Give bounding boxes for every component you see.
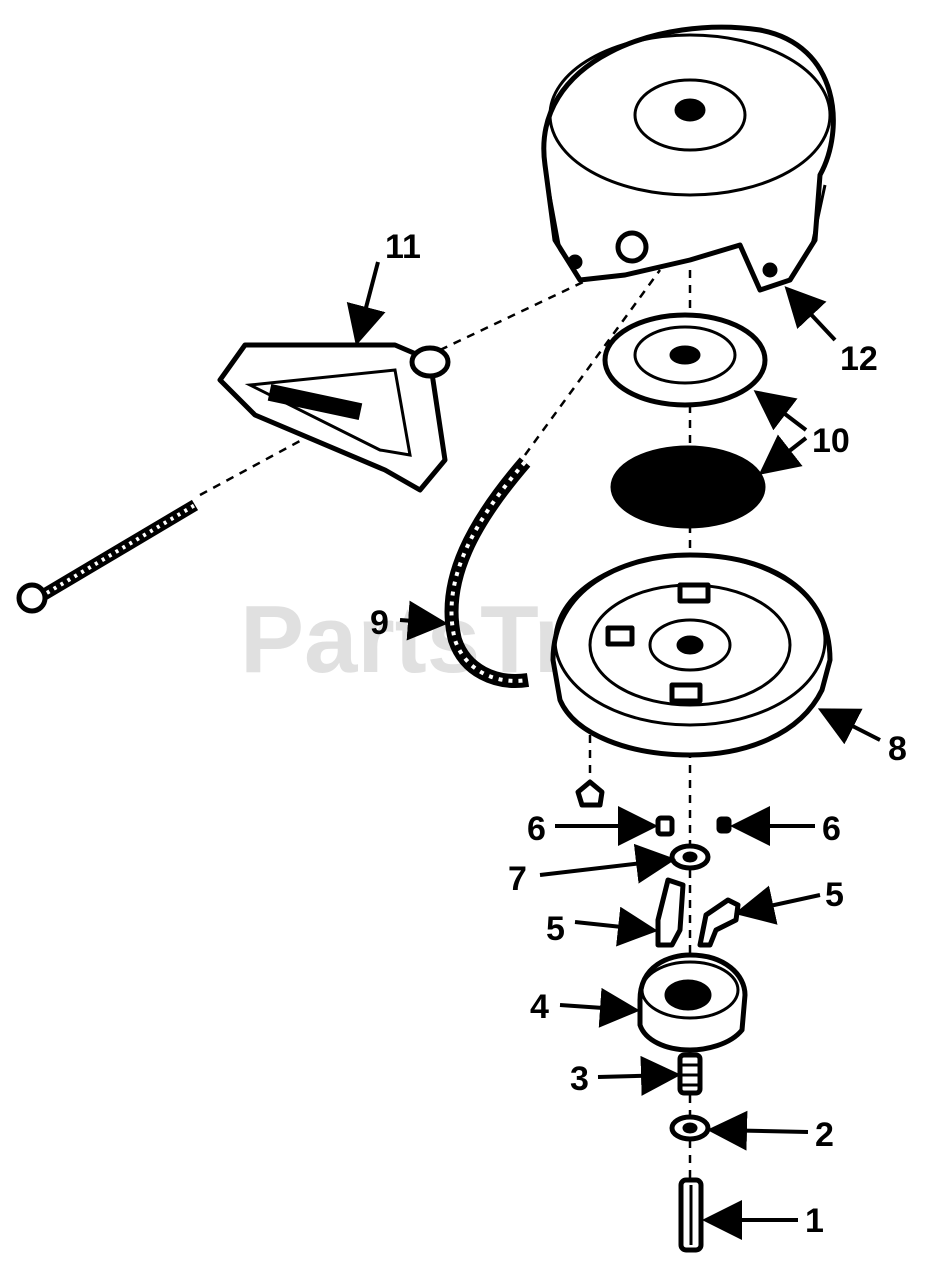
- pawl-part-5-right: [697, 897, 741, 948]
- leader-arrow-12: [784, 286, 837, 342]
- bolt-axis: [199, 393, 386, 497]
- starter-handle-part-11: [217, 342, 451, 493]
- leader-arrow-9: [399, 600, 448, 641]
- leader-arrow-8: [817, 708, 881, 745]
- callout-10: 10: [812, 422, 850, 460]
- callout-5-left: 5: [546, 910, 565, 948]
- ratchet-part-4: [637, 952, 748, 1053]
- leader-arrow-7: [539, 843, 676, 884]
- spring-cover-part-10: [602, 312, 768, 408]
- spring-part-6-left: [655, 815, 675, 837]
- recoil-spring-part-10: [610, 445, 766, 529]
- callout-11: 11: [385, 228, 421, 266]
- callout-7: 7: [508, 860, 527, 898]
- callout-12: 12: [840, 340, 878, 378]
- callout-1: 1: [805, 1202, 824, 1240]
- handle-bolt: [16, 499, 199, 614]
- callout-2: 2: [815, 1116, 834, 1154]
- leader-arrow-2: [707, 1110, 809, 1151]
- callout-4: 4: [530, 988, 549, 1026]
- starter-housing-part-12: [541, 24, 836, 293]
- leader-arrow-4: [559, 987, 640, 1028]
- leader-arrow-3: [597, 1055, 681, 1096]
- leader-arrow-10a: [753, 390, 808, 432]
- leader-arrow-5-left: [574, 906, 658, 947]
- callout-5-right: 5: [825, 876, 844, 914]
- pawl-part-5-left: [655, 877, 686, 948]
- retainer-nut: [575, 779, 605, 808]
- callout-6-right: 6: [822, 810, 841, 848]
- callout-9: 9: [370, 604, 389, 642]
- rope-pulley-part-8: [550, 552, 833, 758]
- leader-arrow-5-right: [734, 885, 821, 925]
- leader-arrow-10b: [758, 434, 808, 475]
- callout-8: 8: [888, 730, 907, 768]
- leader-arrow-11: [346, 261, 386, 346]
- callout-6-left: 6: [527, 810, 546, 848]
- spring-part-6-right: [716, 816, 732, 834]
- callout-3: 3: [570, 1060, 589, 1098]
